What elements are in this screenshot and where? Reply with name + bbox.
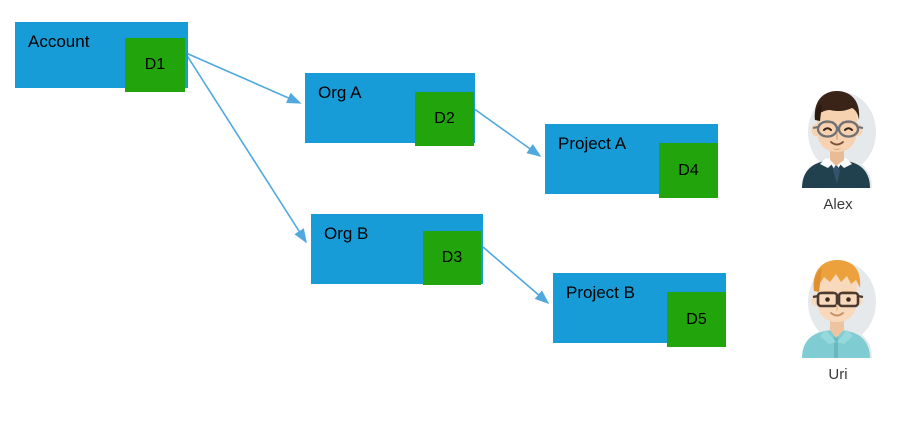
- node-org-b-label: Org B: [324, 224, 369, 243]
- node-org-b-badge-d3[interactable]: D3: [423, 231, 481, 285]
- node-org-a-badge-d2[interactable]: D2: [415, 92, 474, 146]
- person-alex[interactable]: Alex: [778, 88, 898, 214]
- node-account-label: Account: [28, 32, 90, 51]
- node-project-b-label: Project B: [566, 283, 635, 302]
- node-project-a[interactable]: Project A D4: [545, 124, 730, 206]
- glasses-icon: [812, 120, 864, 138]
- node-org-a[interactable]: Org A D2: [305, 73, 485, 153]
- person-alex-name: Alex: [823, 196, 853, 213]
- person-uri-name: Uri: [828, 366, 848, 383]
- edge-account-to-org-a: [185, 52, 302, 104]
- node-org-a-badge-label: D2: [434, 110, 455, 127]
- node-account-badge-d1[interactable]: D1: [125, 38, 185, 92]
- node-account[interactable]: Account D1: [15, 22, 203, 98]
- avatar-uri: [790, 258, 886, 358]
- node-project-b-badge-d5[interactable]: D5: [667, 292, 726, 347]
- node-org-a-label: Org A: [318, 83, 362, 102]
- node-project-b-badge-label: D5: [686, 310, 707, 328]
- avatar-alex: [790, 88, 886, 188]
- node-account-badge-label: D1: [144, 56, 166, 73]
- node-project-a-label: Project A: [558, 134, 627, 153]
- node-project-b[interactable]: Project B D5: [553, 273, 738, 355]
- node-project-a-badge-d4[interactable]: D4: [659, 143, 718, 198]
- glasses-icon: [812, 291, 864, 308]
- person-uri[interactable]: Uri: [778, 258, 898, 384]
- edge-account-to-org-b: [185, 53, 307, 244]
- node-org-b-badge-label: D3: [441, 249, 463, 266]
- avatar-uri-icon: [802, 260, 876, 358]
- avatar-alex-icon: [802, 91, 876, 188]
- node-org-b[interactable]: Org B D3: [311, 214, 491, 294]
- node-project-a-badge-label: D4: [678, 161, 699, 179]
- edge-org-b-to-project-b: [482, 246, 550, 305]
